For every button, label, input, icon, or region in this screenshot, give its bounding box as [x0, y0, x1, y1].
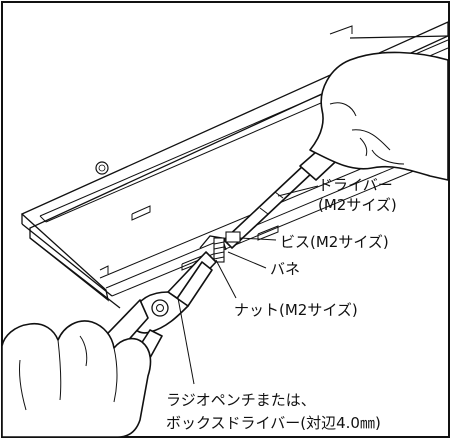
label-nut: ナット(M2サイズ) — [234, 301, 358, 319]
hand-holding-pliers-icon — [1, 320, 152, 438]
hand-holding-screwdriver-icon — [309, 51, 449, 181]
screw-hole — [95, 161, 109, 175]
label-spring: バネ — [270, 260, 300, 278]
label-driver-line1: ドライバー — [318, 176, 393, 194]
label-driver-line2: (M2サイズ) — [318, 196, 397, 214]
screw-spring-nut-assembly — [199, 231, 241, 263]
label-pliers-line2: ボックスドライバー(対辺4.0㎜) — [166, 414, 381, 432]
leader-lines — [177, 185, 319, 385]
label-pliers-line1: ラジオペンチまたは、 — [166, 391, 316, 409]
label-screw: ビス(M2サイズ) — [280, 233, 389, 251]
